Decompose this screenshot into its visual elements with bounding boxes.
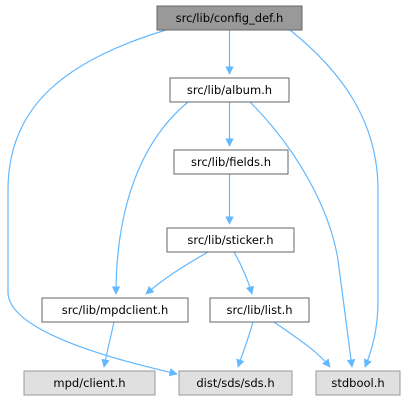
edge-line — [101, 321, 115, 368]
edge-list-to-stdbool — [273, 321, 331, 368]
node-box — [209, 297, 310, 323]
edge-list-to-sds — [236, 321, 254, 368]
edge-line — [111, 101, 189, 295]
edge-album-to-mpdclient — [111, 101, 189, 295]
edge-line — [145, 251, 209, 295]
edge-config_def-to-sds — [7, 29, 178, 377]
edge-line — [7, 29, 178, 377]
node-label: src/lib/list.h — [226, 303, 292, 317]
node-label: mpd/client.h — [53, 376, 125, 390]
edge-line — [273, 321, 331, 368]
edge-config_def-to-stdbool — [289, 29, 379, 368]
edge-line — [249, 101, 356, 368]
node-list[interactable]: src/lib/list.h — [209, 297, 310, 323]
nodes-layer: src/lib/config_def.h src/lib/album.h src/l… — [23, 5, 401, 396]
node-label: src/lib/mpdclient.h — [62, 303, 169, 317]
node-box — [173, 149, 289, 175]
edge-line — [236, 321, 254, 368]
node-box — [23, 370, 156, 396]
node-mpdclient[interactable]: src/lib/mpdclient.h — [41, 297, 189, 323]
node-label: src/lib/config_def.h — [176, 11, 284, 25]
node-box — [315, 370, 401, 396]
node-box — [41, 297, 189, 323]
node-label: src/lib/album.h — [187, 83, 272, 97]
edge-album-to-stdbool — [249, 101, 356, 368]
edge-sticker-to-mpdclient — [145, 251, 209, 295]
edge-line — [233, 251, 254, 295]
node-fields[interactable]: src/lib/fields.h — [173, 149, 289, 175]
node-sticker[interactable]: src/lib/sticker.h — [166, 227, 295, 253]
node-sds: dist/sds/sds.h — [178, 370, 293, 396]
node-box — [169, 77, 290, 103]
node-box — [166, 227, 295, 253]
edge-mpdclient-to-mpd_client — [101, 321, 115, 368]
node-stdbool: stdbool.h — [315, 370, 401, 396]
node-box — [178, 370, 293, 396]
node-mpd-client: mpd/client.h — [23, 370, 156, 396]
edge-sticker-to-list — [233, 251, 254, 295]
node-box — [156, 5, 303, 31]
node-label: stdbool.h — [331, 376, 384, 390]
node-label: src/lib/sticker.h — [187, 233, 273, 247]
node-label: src/lib/fields.h — [191, 155, 271, 169]
node-config-def[interactable]: src/lib/config_def.h — [156, 5, 303, 31]
node-album[interactable]: src/lib/album.h — [169, 77, 290, 103]
edge-line — [289, 29, 379, 368]
node-label: dist/sds/sds.h — [196, 376, 274, 390]
edges-layer — [7, 29, 379, 377]
